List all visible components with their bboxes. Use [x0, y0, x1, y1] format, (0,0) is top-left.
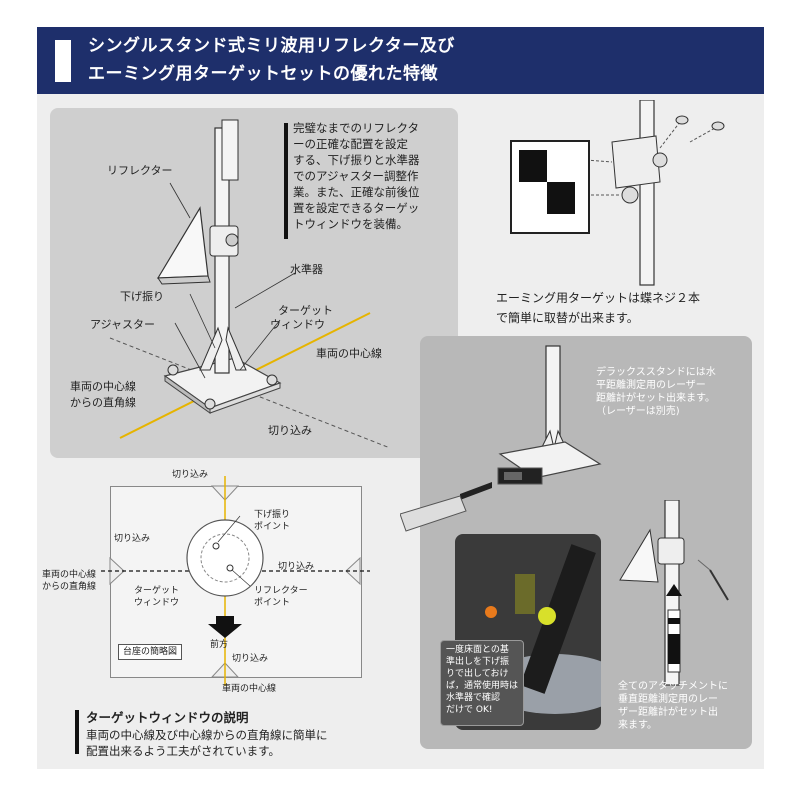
stand-illustration-panel — [50, 108, 458, 458]
stand-illustration — [109, 119, 391, 449]
base-front: 前方 — [210, 640, 229, 650]
explanation-title: ターゲットウィンドウの説明 — [86, 710, 249, 725]
laser-meter — [400, 495, 467, 532]
base-notch-top: 切り込み — [172, 470, 209, 480]
mount-plate — [611, 135, 661, 189]
label-perp-2: からの直角線 — [70, 396, 136, 409]
laser-stand-illustration — [400, 345, 602, 532]
aiming-target — [510, 140, 590, 234]
label-level: 水準器 — [290, 263, 323, 276]
target-square-br — [547, 182, 575, 214]
explanation-bar — [75, 710, 79, 754]
label-reflector: リフレクター — [107, 164, 173, 177]
base-target-2: ウィンドウ — [134, 598, 180, 608]
base-reflector-1: リフレクター — [254, 586, 308, 596]
pole — [639, 100, 655, 286]
description-bar — [284, 123, 288, 239]
up-arrow-icon — [666, 584, 682, 596]
label-adjuster: アジャスター — [90, 318, 156, 331]
attachment-reflector — [619, 528, 659, 583]
header-mark — [55, 40, 71, 82]
base-notch-left: 切り込み — [114, 534, 151, 544]
front-arrow-icon — [208, 616, 242, 638]
base-diagram — [100, 476, 370, 686]
label-plumb: 下げ振り — [120, 290, 164, 303]
target-window-circle — [186, 519, 264, 597]
label-target-window-2: ウィンドウ — [270, 318, 325, 331]
target-mount-illustration — [590, 100, 725, 286]
base-target-1: ターゲット — [134, 586, 180, 596]
photo-note: 一度床面との基 準出しを下げ振 りで出しておけ ば，通常使用時は 水準器で確認 … — [446, 645, 519, 715]
label-target-window-1: ターゲット — [278, 304, 333, 317]
base-perp-1: 車両の中心線 — [42, 570, 97, 580]
photo-note-box — [440, 640, 524, 726]
base-notch-right: 切り込み — [278, 562, 315, 572]
base-diagram-tag: 台座の簡略図 — [118, 644, 183, 660]
base-plumb-2: ポイント — [254, 522, 291, 532]
attachment-illustration — [619, 500, 729, 686]
attachment-note: 全てのアタッチメントに 垂直距離測定用のレー ザー距離計がセット出 来ます。 — [618, 681, 728, 731]
label-notch: 切り込み — [268, 424, 312, 437]
wing-nut-icon — [675, 115, 725, 131]
label-vehicle-centerline: 車両の中心線 — [316, 347, 382, 360]
label-perp-1: 車両の中心線 — [70, 380, 136, 393]
base-plumb-1: 下げ振り — [254, 510, 291, 520]
title-line-2: エーミング用ターゲットセットの優れた特徴 — [88, 64, 438, 84]
target-caption: エーミング用ターゲットは蝶ネジ２本 で簡単に取替が出来ます。 — [496, 291, 701, 325]
screwdriver-icon — [709, 569, 729, 601]
base-notch-bottom: 切り込み — [232, 654, 269, 664]
stand-description: 完璧なまでのリフレクタ ーの正確な配置を設定 する、下げ振りと水準器 でのアジャ… — [293, 121, 420, 231]
page-title: シングルスタンド式ミリ波用リフレクター及び エーミング用ターゲットセットの優れた… — [88, 32, 455, 88]
deluxe-note: デラックススタンドには水 平距離測定用のレーザー 距離計がセット出来ます。 （レ… — [596, 367, 716, 417]
explanation-body: 車両の中心線及び中心線からの直角線に簡単に 配置出来るよう工夫がされています。 — [86, 728, 328, 758]
reflector-triangle — [156, 206, 209, 279]
target-square-tl — [519, 150, 547, 182]
title-line-1: シングルスタンド式ミリ波用リフレクター及び — [88, 36, 455, 56]
header-banner — [37, 27, 764, 94]
base-centerline-label: 車両の中心線 — [222, 684, 277, 694]
base-reflector-2: ポイント — [254, 598, 291, 608]
base-perp-2: からの直角線 — [42, 582, 97, 592]
